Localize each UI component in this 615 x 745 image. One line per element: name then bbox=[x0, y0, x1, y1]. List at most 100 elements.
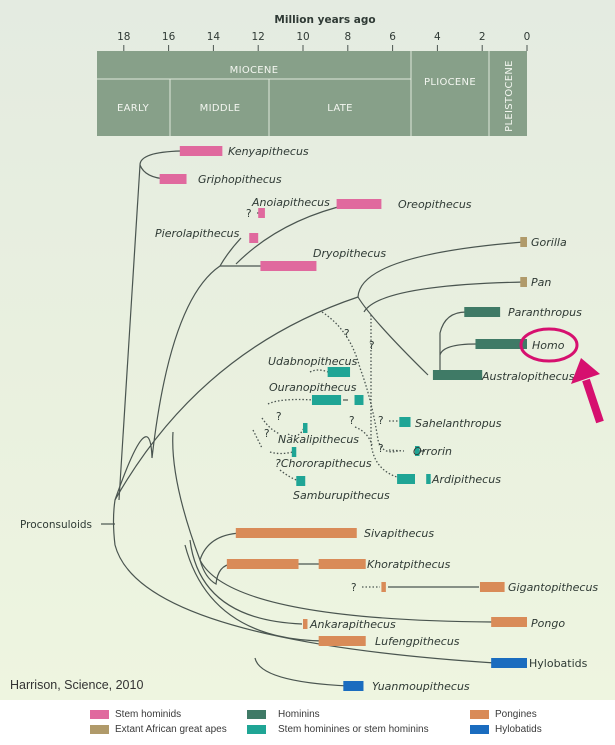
question-mark: ? bbox=[351, 582, 357, 594]
epoch-miocene: MIOCENE bbox=[230, 65, 279, 76]
citation: Harrison, Science, 2010 bbox=[10, 678, 144, 692]
epoch-pleistocene: PLEISTOCENE bbox=[504, 60, 515, 132]
label-proconsuloids: Proconsuloids bbox=[20, 519, 92, 531]
bar-chororapithecus bbox=[291, 447, 297, 457]
axis-title: Million years ago bbox=[274, 14, 375, 26]
label-samburupithecus: Samburupithecus bbox=[293, 489, 390, 502]
legend-swatch bbox=[470, 725, 489, 734]
label-paranthropus: Paranthropus bbox=[508, 306, 582, 319]
legend-label: Pongines bbox=[495, 709, 537, 720]
bar-anoiapithecus bbox=[258, 208, 265, 218]
legend-label: Stem hominids bbox=[115, 709, 182, 720]
axis-ticks: 18 16 14 12 10 8 6 4 2 0 bbox=[117, 31, 530, 51]
label-sahelanthropus: Sahelanthropus bbox=[415, 417, 502, 430]
timescale-box bbox=[97, 51, 527, 136]
label-gigantopithecus: Gigantopithecus bbox=[508, 581, 598, 594]
epoch-middle-miocene: MIDDLE bbox=[200, 103, 241, 114]
legend-swatch bbox=[247, 710, 266, 719]
bar-sivapithecus bbox=[235, 528, 357, 538]
bar-ankarapithecus bbox=[303, 619, 308, 629]
axis-tick-label: 4 bbox=[434, 31, 441, 43]
label-pan: Pan bbox=[531, 276, 551, 289]
label-nakalipithecus: Nakalipithecus bbox=[278, 433, 359, 446]
bar-ouranopithecus bbox=[311, 395, 342, 405]
legend-item-stem-hominids: Stem hominids bbox=[90, 708, 181, 721]
label-pierolapithecus: Pierolapithecus bbox=[155, 227, 240, 240]
label-udabnopithecus: Udabnopithecus bbox=[268, 355, 358, 368]
question-mark: ? bbox=[276, 411, 282, 423]
axis-tick-label: 14 bbox=[207, 31, 221, 43]
timescale: MIOCENE EARLY MIDDLE LATE PLIOCENE PLEIS… bbox=[97, 51, 527, 136]
legend-item-hylobatids: Hylobatids bbox=[470, 723, 542, 736]
bar-gorilla bbox=[520, 237, 527, 247]
uncertain-links bbox=[252, 212, 405, 588]
legend-item-stem-hominines: Stem hominines or stem hominins bbox=[247, 723, 429, 736]
bar-homo bbox=[475, 339, 527, 349]
label-hylobatids: Hylobatids bbox=[529, 657, 588, 670]
bar-dryopithecus bbox=[260, 261, 317, 271]
legend-label: Stem hominines or stem hominins bbox=[278, 724, 429, 735]
label-chororapithecus: ?Chororapithecus bbox=[275, 457, 372, 470]
question-mark: ? bbox=[369, 340, 375, 352]
taxon-bars bbox=[159, 146, 527, 691]
bar-ardipithecus bbox=[426, 474, 431, 484]
bar-griphopithecus bbox=[159, 174, 187, 184]
bar-pan bbox=[520, 277, 527, 287]
label-ardipithecus: Ardipithecus bbox=[431, 473, 501, 486]
bar-paranthropus bbox=[464, 307, 501, 317]
axis-tick-label: 6 bbox=[389, 31, 396, 43]
legend-item-extant-african-great-apes: Extant African great apes bbox=[90, 723, 227, 736]
phylogeny-diagram: Million years ago 18 16 14 12 10 8 6 4 2 0 MIOCEN… bbox=[20, 14, 604, 693]
axis-tick-label: 18 bbox=[117, 31, 130, 43]
bar-gigantopithecus bbox=[479, 582, 505, 592]
epoch-late-miocene: LATE bbox=[327, 103, 353, 114]
label-sivapithecus: Sivapithecus bbox=[364, 527, 434, 540]
legend-label: Hylobatids bbox=[495, 724, 542, 735]
question-mark: ? bbox=[264, 428, 270, 440]
question-mark: ? bbox=[344, 328, 350, 340]
epoch-pliocene: PLIOCENE bbox=[424, 77, 476, 88]
bar-samburupithecus bbox=[296, 476, 306, 486]
question-marks: ? ? ? ? ? ? ? ? ? bbox=[246, 208, 384, 594]
label-griphopithecus: Griphopithecus bbox=[198, 173, 282, 186]
axis-tick-label: 12 bbox=[252, 31, 265, 43]
bar-kenyapithecus bbox=[179, 146, 223, 156]
question-mark: ? bbox=[378, 443, 384, 455]
label-anoiapithecus: Anoiapithecus bbox=[251, 196, 330, 209]
axis-tick-label: 0 bbox=[524, 31, 531, 43]
bar-pongo bbox=[491, 617, 527, 627]
bar-australopithecus bbox=[432, 370, 483, 380]
legend-swatch bbox=[90, 725, 109, 734]
label-khoratpithecus: Khoratpithecus bbox=[367, 558, 451, 571]
homo-highlight-circle bbox=[519, 327, 579, 363]
label-ouranopithecus: Ouranopithecus bbox=[269, 381, 357, 394]
axis-tick-label: 2 bbox=[479, 31, 486, 43]
legend: Stem hominids Extant African great apes … bbox=[0, 700, 615, 745]
label-oreopithecus: Oreopithecus bbox=[398, 198, 472, 211]
legend-swatch bbox=[247, 725, 266, 734]
bar-khoratpithecus bbox=[226, 559, 299, 569]
label-pongo: Pongo bbox=[531, 617, 565, 630]
bar-sahelanthropus bbox=[399, 417, 411, 427]
taxon-labels: Kenyapithecus Griphopithecus Anoiapithec… bbox=[20, 145, 598, 693]
bar-lufengpithecus bbox=[318, 636, 366, 646]
bar-oreopithecus bbox=[336, 199, 382, 209]
axis-tick-label: 16 bbox=[162, 31, 176, 43]
axis-tick-label: 8 bbox=[344, 31, 351, 43]
legend-item-hominins: Hominins bbox=[247, 708, 320, 721]
bar-yuanmoupithecus bbox=[343, 681, 364, 691]
label-ankarapithecus: Ankarapithecus bbox=[309, 618, 396, 631]
bar-gigantopithecus bbox=[381, 582, 386, 592]
axis-tick-label: 10 bbox=[296, 31, 309, 43]
bar-ardipithecus bbox=[397, 474, 415, 484]
label-australopithecus: Australopithecus bbox=[481, 370, 575, 383]
legend-swatch bbox=[470, 710, 489, 719]
label-lufengpithecus: Lufengpithecus bbox=[375, 635, 460, 648]
label-dryopithecus: Dryopithecus bbox=[313, 247, 386, 260]
label-yuanmoupithecus: Yuanmoupithecus bbox=[372, 680, 470, 693]
bar-orrorin bbox=[415, 446, 420, 456]
question-mark: ? bbox=[378, 415, 384, 427]
bar-pierolapithecus bbox=[249, 233, 259, 243]
question-mark: ? bbox=[246, 208, 252, 220]
epoch-early-miocene: EARLY bbox=[117, 103, 150, 114]
